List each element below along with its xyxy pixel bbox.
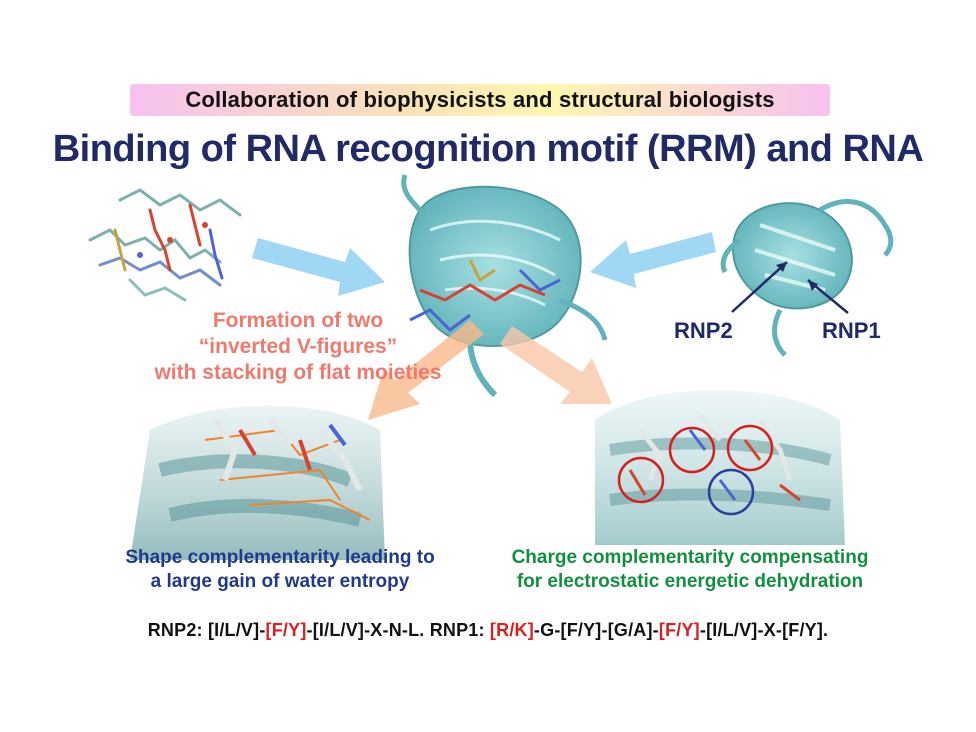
collaboration-banner: Collaboration of biophysicists and struc… [130, 84, 830, 116]
shape-line-2: a large gain of water entropy [150, 571, 410, 592]
rnp2-label: RNP2 [674, 318, 733, 343]
motif-part-5: -G-[F/Y]-[G/A]- [533, 620, 659, 640]
charge-circle-red-1 [617, 456, 665, 504]
shape-line-1: Shape complementarity leading to [125, 547, 435, 568]
orange-arrow-right [500, 326, 612, 404]
charge-circle-red-2 [668, 426, 716, 474]
page-title: Binding of RNA recognition motif (RRM) a… [52, 128, 924, 170]
motif-highlight-1: [F/Y] [265, 620, 307, 640]
charge-circle-blue [707, 468, 755, 516]
rna-stick-model [88, 188, 242, 302]
charge-complementarity-panel [595, 390, 845, 545]
charge-line-2: for electrostatic energetic dehydration [516, 571, 864, 592]
formation-line-2: “inverted V-figures” [198, 335, 398, 358]
charge-complementarity-caption: Charge complementarity compensating for … [480, 546, 900, 594]
motif-part-3: -[I/L/V]-X-N-L. RNP1: [306, 620, 490, 640]
shape-complementarity-panel [130, 405, 385, 560]
motif-part-7: -[I/L/V]-X-[F/Y]. [699, 620, 829, 640]
motif-highlight-3: [F/Y] [658, 620, 700, 640]
orange-arrow-left [368, 320, 484, 420]
left-arrow [252, 238, 385, 296]
charge-line-1: Charge complementarity compensating [511, 547, 869, 568]
motif-part-1: RNP2: [I/L/V]- [147, 620, 266, 640]
right-arrow [590, 232, 716, 288]
rnp1-label: RNP1 [822, 318, 881, 343]
charge-circle-red-3 [726, 424, 774, 472]
formation-description: Formation of two “inverted V-figures” wi… [128, 308, 468, 386]
motif-highlight-2: [R/K] [489, 620, 534, 640]
banner-text: Collaboration of biophysicists and struc… [185, 87, 775, 112]
shape-complementarity-caption: Shape complementarity leading to a large… [90, 546, 470, 594]
formation-line-3: with stacking of flat moieties [154, 361, 442, 384]
motif-sequence: RNP2: [I/L/V]-[F/Y]-[I/L/V]-X-N-L. RNP1:… [0, 620, 976, 641]
formation-line-1: Formation of two [212, 309, 384, 332]
rrm-protein [720, 199, 894, 357]
